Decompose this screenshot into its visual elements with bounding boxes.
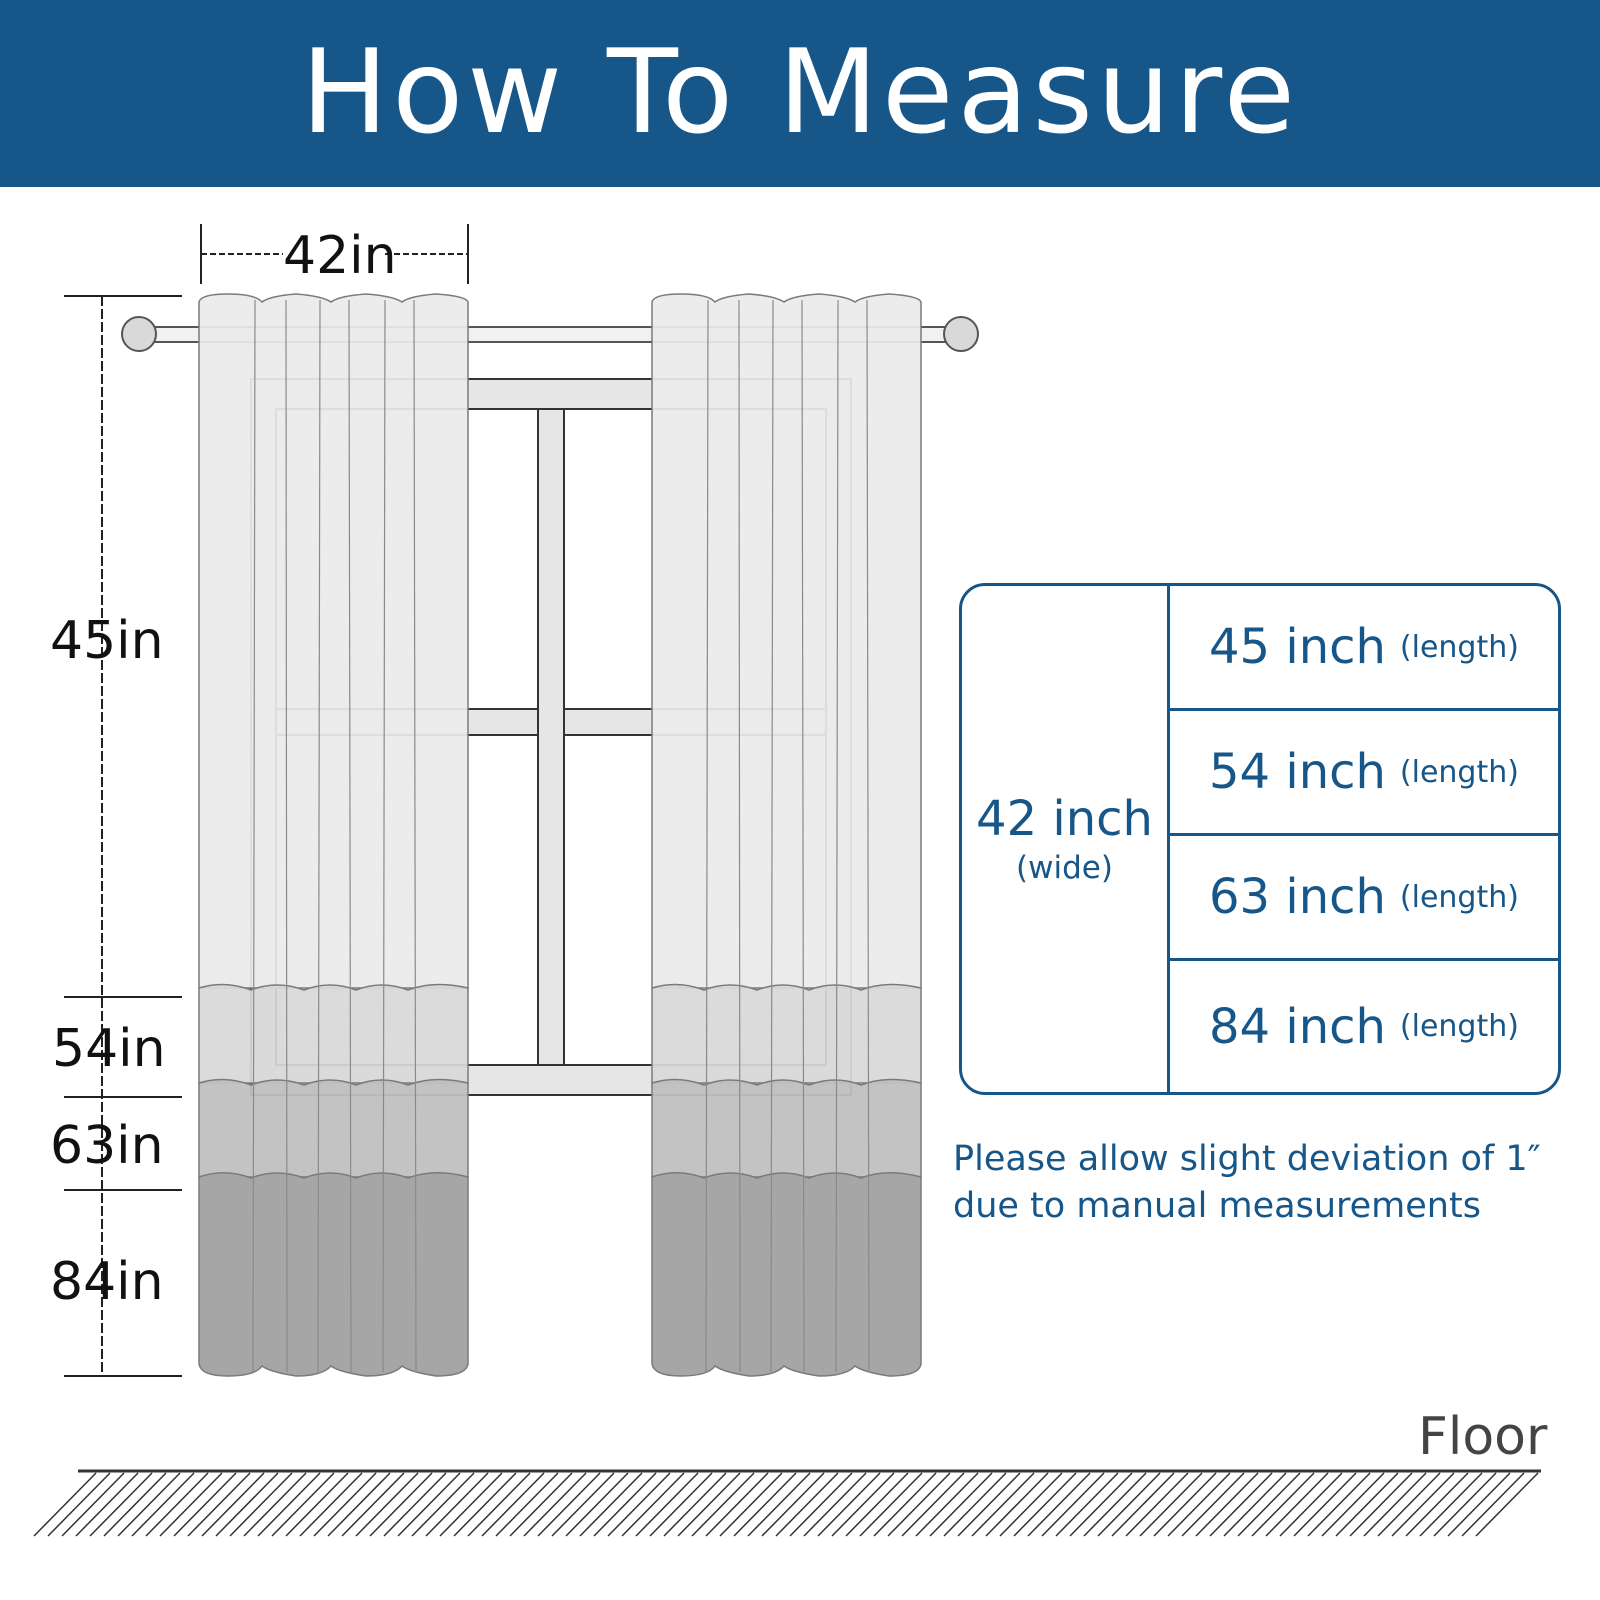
width-cell: 42 inch (wide)	[962, 586, 1170, 1092]
length-note: (length)	[1399, 879, 1519, 915]
length-note: (length)	[1399, 629, 1519, 665]
length-value: 63 inch	[1209, 869, 1386, 925]
length-label-54: 54in	[52, 1019, 166, 1079]
floor-label: Floor	[1418, 1407, 1548, 1467]
curtain-panel-right	[651, 293, 922, 1377]
curtain-panel-left	[198, 293, 469, 1377]
length-row-84: 84 inch (length)	[1170, 961, 1558, 1092]
length-label-84: 84in	[50, 1252, 164, 1312]
length-note: (length)	[1399, 1009, 1519, 1044]
length-row-45: 45 inch (length)	[1170, 586, 1558, 711]
deviation-note: Please allow slight deviation of 1″ due …	[953, 1136, 1593, 1230]
length-dimension-line	[64, 295, 182, 1377]
page-title: How To Measure	[301, 25, 1299, 160]
length-label-63: 63in	[50, 1116, 164, 1176]
length-label-45: 45in	[50, 611, 164, 671]
width-dimension-line	[200, 224, 469, 284]
length-note: (length)	[1399, 754, 1519, 790]
width-label: 42in	[283, 226, 397, 286]
note-line-1: Please allow slight deviation of 1″	[953, 1139, 1541, 1179]
length-value: 54 inch	[1209, 744, 1386, 800]
length-row-63: 63 inch (length)	[1170, 836, 1558, 961]
floor-hatching	[33, 1469, 1541, 1537]
header-banner: How To Measure	[0, 0, 1600, 187]
length-value: 45 inch	[1209, 619, 1386, 675]
length-row-54: 54 inch (length)	[1170, 711, 1558, 836]
length-value: 84 inch	[1209, 998, 1386, 1055]
width-note: (wide)	[1016, 850, 1113, 886]
width-value: 42 inch	[976, 791, 1153, 847]
note-line-2: due to manual measurements	[953, 1186, 1481, 1226]
size-table: 42 inch (wide) 45 inch (length) 54 inch …	[959, 583, 1561, 1095]
